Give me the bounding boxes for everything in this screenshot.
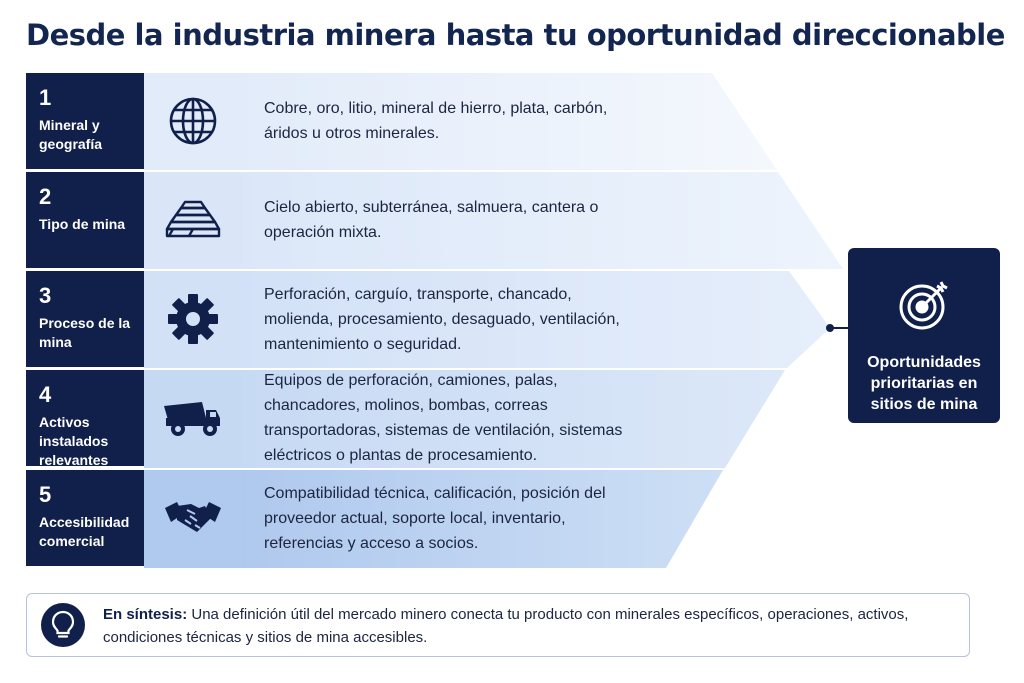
target-icon	[899, 281, 948, 330]
step-number: 2	[39, 184, 52, 209]
step-number-box: 2 Tipo de mina	[26, 172, 144, 268]
summary-text: En síntesis: Una definición útil del mer…	[103, 603, 953, 649]
step-label: Proceso de la mina	[39, 315, 131, 350]
step-number: 5	[39, 482, 52, 507]
step-label: Accesibilidad comercial	[39, 514, 130, 549]
step-number: 3	[39, 283, 52, 308]
step-label: Activos instalados relevantes	[39, 414, 109, 468]
outcome-box: Oportunidades prioritarias en sitios de …	[848, 248, 1000, 423]
step-number-box: 1 Mineral y geografía	[26, 73, 144, 169]
step-number-box: 4 Activos instalados relevantes	[26, 370, 144, 468]
step-label: Mineral y geografía	[39, 117, 103, 152]
handshake-icon	[144, 470, 242, 566]
step-number-box: 5 Accesibilidad comercial	[26, 470, 144, 566]
connector-dot	[826, 324, 834, 332]
summary-box: En síntesis: Una definición útil del mer…	[26, 593, 970, 657]
outcome-label: Oportunidades prioritarias en sitios de …	[867, 354, 981, 413]
connector-line	[830, 327, 850, 329]
gear-icon	[144, 271, 242, 367]
step-label: Tipo de mina	[39, 216, 126, 232]
step-description: Equipos de perforación, camiones, palas,…	[264, 372, 623, 464]
page-title: Desde la industria minera hasta tu oport…	[26, 18, 1005, 52]
lightbulb-icon	[41, 603, 85, 647]
open-pit-mine-icon	[144, 172, 242, 268]
step-description: Compatibilidad técnica, calificación, po…	[264, 484, 606, 552]
step-description: Cobre, oro, litio, mineral de hierro, pl…	[264, 100, 608, 142]
summary-body: Una definición útil del mercado minero c…	[103, 606, 909, 646]
haul-truck-icon	[144, 370, 242, 466]
step-number: 1	[39, 85, 52, 110]
step-number-box: 3 Proceso de la mina	[26, 271, 144, 367]
step-description: Cielo abierto, subterránea, salmuera, ca…	[264, 199, 599, 241]
summary-lead: En síntesis:	[103, 606, 188, 623]
step-number: 4	[39, 382, 52, 407]
step-description: Perforación, carguío, transporte, chanca…	[264, 285, 620, 353]
globe-icon	[144, 73, 242, 169]
